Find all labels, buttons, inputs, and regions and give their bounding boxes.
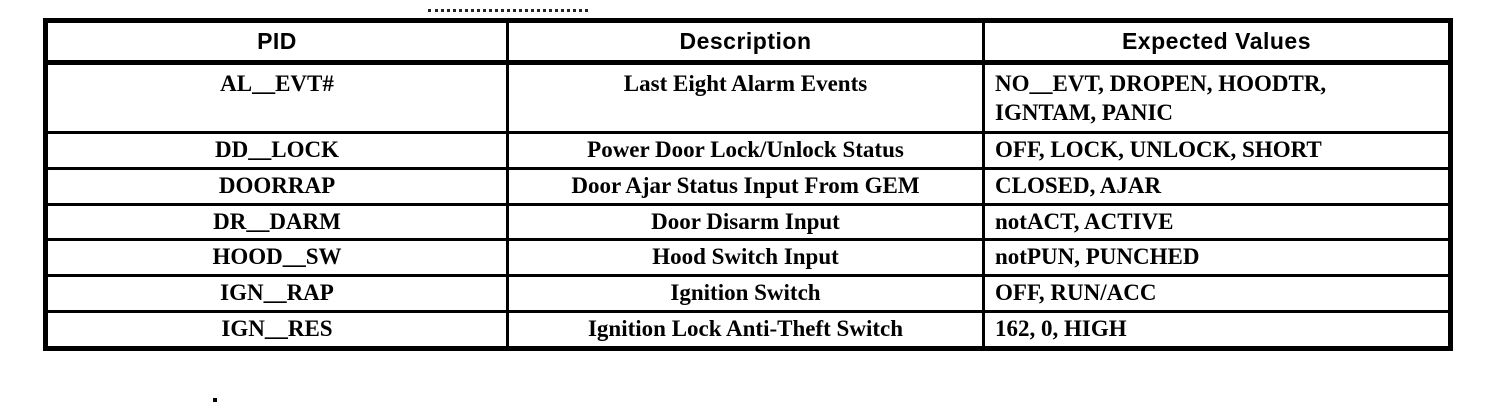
- description-cell: Last Eight Alarm Events: [506, 61, 985, 134]
- pid-cell: AL__EVT#: [44, 61, 509, 134]
- expected-values-cell: OFF, LOCK, UNLOCK, SHORT: [982, 131, 1452, 170]
- header-row: PID Description Expected Values: [44, 19, 1452, 65]
- scan-artifact-dotted-line: [428, 9, 588, 12]
- description-cell: Hood Switch Input: [506, 238, 985, 277]
- pid-table-container: PID Description Expected Values AL__EVT#…: [43, 18, 1453, 351]
- table-row: HOOD__SW Hood Switch Input notPUN, PUNCH…: [44, 238, 1452, 277]
- table-row: DD__LOCK Power Door Lock/Unlock Status O…: [44, 131, 1452, 170]
- pid-table: PID Description Expected Values AL__EVT#…: [43, 18, 1453, 351]
- table-row: DOORRAP Door Ajar Status Input From GEM …: [44, 166, 1452, 206]
- scan-artifact-dot: [213, 398, 217, 402]
- expected-values-text: NO__EVT, DROPEN, HOODTR, IGNTAM, PANIC: [995, 71, 1327, 125]
- expected-values-cell: OFF, RUN/ACC: [982, 274, 1452, 313]
- pid-cell: IGN__RAP: [44, 274, 509, 313]
- column-header-expected-values: Expected Values: [982, 19, 1452, 65]
- expected-values-cell: CLOSED, AJAR: [982, 166, 1452, 206]
- description-cell: Door Ajar Status Input From GEM: [506, 166, 985, 206]
- expected-values-cell: notPUN, PUNCHED: [982, 238, 1452, 277]
- column-header-pid: PID: [44, 19, 509, 65]
- table-row: AL__EVT# Last Eight Alarm Events NO__EVT…: [44, 61, 1452, 134]
- table-row: IGN__RES Ignition Lock Anti-Theft Switch…: [44, 309, 1452, 350]
- column-header-description: Description: [506, 19, 985, 65]
- pid-cell: DD__LOCK: [44, 131, 509, 170]
- expected-values-cell: NO__EVT, DROPEN, HOODTR, IGNTAM, PANIC: [982, 61, 1452, 134]
- description-cell: Ignition Switch: [506, 274, 985, 313]
- pid-cell: IGN__RES: [44, 309, 509, 350]
- description-cell: Power Door Lock/Unlock Status: [506, 131, 985, 170]
- table-row: IGN__RAP Ignition Switch OFF, RUN/ACC: [44, 274, 1452, 313]
- pid-cell: DR__DARM: [44, 202, 509, 242]
- description-cell: Door Disarm Input: [506, 202, 985, 242]
- expected-values-cell: notACT, ACTIVE: [982, 202, 1452, 242]
- description-cell: Ignition Lock Anti-Theft Switch: [506, 309, 985, 350]
- expected-values-cell: 162, 0, HIGH: [982, 309, 1452, 350]
- table-row: DR__DARM Door Disarm Input notACT, ACTIV…: [44, 202, 1452, 242]
- pid-cell: HOOD__SW: [44, 238, 509, 277]
- pid-cell: DOORRAP: [44, 166, 509, 206]
